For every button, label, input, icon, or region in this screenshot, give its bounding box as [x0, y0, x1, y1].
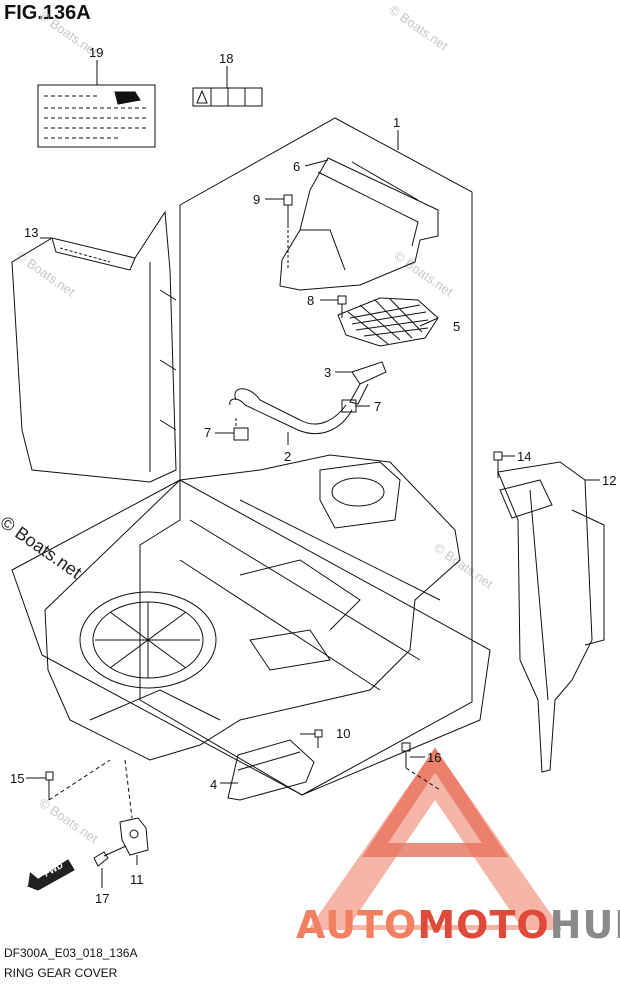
callout-11: 11 — [130, 872, 144, 887]
callout-7b: 7 — [204, 425, 211, 440]
part-17-bolt — [93, 845, 127, 867]
part-12-right-cover — [497, 461, 605, 773]
brand-part-auto: AUTO — [296, 903, 418, 947]
part-14-bolt — [493, 451, 503, 478]
callout-19: 19 — [89, 45, 103, 60]
part-1-ring-gear-cover — [44, 454, 461, 761]
assembly-outline-lower — [11, 479, 491, 796]
callout-2: 2 — [284, 449, 291, 464]
part-3-fitting — [349, 361, 387, 405]
callout-16: 16 — [427, 750, 441, 765]
callout-1: 1 — [393, 115, 400, 130]
diagram-code: DF300A_E03_018_136A — [4, 946, 138, 960]
brand-part-hub: HUB — [549, 903, 620, 947]
brand-wordmark: AUTOMOTOHUB — [296, 903, 620, 947]
callout-12: 12 — [602, 473, 616, 488]
part-4-bracket — [227, 739, 315, 801]
part-11-bracket — [119, 817, 149, 856]
part-13-left-cover — [11, 210, 177, 483]
label-19-sticker — [37, 84, 156, 148]
part-5-mesh-cover — [337, 297, 439, 347]
callout-18: 18 — [219, 51, 233, 66]
callout-9: 9 — [253, 192, 260, 207]
part-16-bolt — [401, 742, 411, 768]
callout-10: 10 — [336, 726, 350, 741]
part-7-clamp — [233, 427, 249, 441]
callout-6: 6 — [293, 159, 300, 174]
callout-7a: 7 — [374, 399, 381, 414]
part-8-bolt — [337, 295, 347, 318]
part-9-bolt — [283, 194, 293, 225]
part-6-upper-cover — [279, 157, 439, 291]
assembly-outline-1 — [139, 117, 473, 796]
callout-8: 8 — [307, 293, 314, 308]
part-7-clamp — [341, 399, 357, 413]
callout-15: 15 — [10, 771, 24, 786]
callout-13: 13 — [24, 225, 38, 240]
part-10-bolt — [314, 729, 323, 748]
label-18-sticker — [192, 87, 263, 107]
brand-part-moto: MOTO — [417, 903, 550, 947]
brand-triangle-logo — [308, 747, 562, 930]
part-15-bolt — [45, 771, 54, 800]
callout-5: 5 — [453, 319, 460, 334]
callout-3: 3 — [324, 365, 331, 380]
callout-4: 4 — [210, 777, 217, 792]
figure-title: FIG.136A — [4, 2, 91, 24]
callout-labels: 1 2 3 4 5 6 7 7 8 9 10 11 12 13 14 15 16… — [10, 45, 616, 906]
part-2-hose — [229, 388, 353, 435]
diagram-name: RING GEAR COVER — [4, 966, 118, 980]
fwd-arrow-icon: FWD — [26, 859, 75, 891]
callout-14: 14 — [517, 449, 531, 464]
callout-17: 17 — [95, 891, 109, 906]
